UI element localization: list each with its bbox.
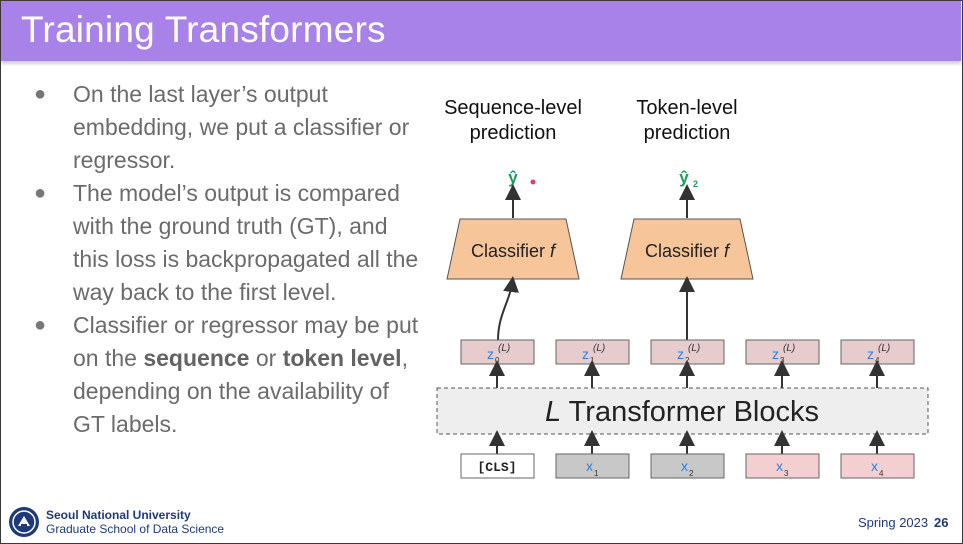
svg-text:x: x [681, 458, 688, 474]
page-number: 26 [934, 515, 949, 530]
token-classifier [620, 218, 754, 280]
svg-text:z: z [867, 346, 874, 362]
sequence-output-label: ŷ [508, 168, 518, 187]
bullet-dot-icon: ● [34, 83, 47, 105]
token-heading-line1: Token-level [636, 97, 737, 119]
svg-text:4: 4 [875, 356, 880, 365]
token-output-subscript: 2 [693, 179, 698, 189]
bullet-bold-text: sequence [143, 345, 250, 371]
svg-text:(L): (L) [878, 343, 890, 354]
input-x2-box: x 2 [650, 453, 725, 479]
footer-school: Graduate School of Data Science [46, 522, 225, 536]
footer-term: Spring 2023 [858, 515, 929, 530]
z-box-4: z 4 (L) [840, 339, 915, 365]
transformer-blocks-label: L Transformer Blocks [545, 396, 819, 428]
input-x4-box: x 4 [840, 453, 915, 479]
bullet-item-2: ● The model’s output is compared with th… [34, 177, 424, 309]
svg-text:(L): (L) [688, 343, 700, 354]
bullet-text: , depending on the availability of GT la… [73, 345, 408, 437]
z-box-3: z 3 (L) [745, 339, 820, 365]
bullet-item-1: ● On the last layer’s output embedding, … [34, 78, 424, 177]
sequence-heading-line2: prediction [470, 122, 557, 144]
svg-text:4: 4 [879, 469, 884, 478]
svg-text:2: 2 [685, 356, 690, 365]
bullet-text: On the last layer’s output embedding, we… [73, 81, 410, 173]
bullet-text: The model’s output is compared with the … [73, 180, 419, 305]
svg-text:(L): (L) [498, 343, 510, 354]
svg-text:(L): (L) [593, 343, 605, 354]
bullet-bold-text: token level [282, 345, 402, 371]
svg-text:(L): (L) [783, 343, 795, 354]
svg-text:z: z [487, 346, 494, 362]
bullet-item-3: ● Classifier or regressor may be put on … [34, 309, 424, 441]
input-x1-box: x 1 [555, 453, 630, 479]
token-heading-line2: prediction [644, 122, 731, 144]
svg-text:z: z [677, 346, 684, 362]
svg-text:2: 2 [689, 469, 694, 478]
arrow-z0-classifier [497, 276, 519, 341]
z-box-1: z 1 (L) [555, 339, 630, 365]
transformer-blocks [436, 387, 929, 435]
bullet-dot-icon: ● [34, 182, 47, 204]
svg-text:x: x [871, 458, 878, 474]
sequence-heading-line1: Sequence-level [444, 97, 582, 119]
svg-text:x: x [776, 458, 783, 474]
bullet-dot-icon: ● [34, 314, 47, 336]
svg-text:1: 1 [594, 469, 599, 478]
input-cls-box: [CLS] [460, 453, 535, 479]
svg-text:[CLS]: [CLS] [477, 460, 516, 475]
university-logo-icon [9, 507, 39, 537]
bullet-list: ● On the last layer’s output embedding, … [34, 78, 424, 441]
svg-text:z: z [582, 346, 589, 362]
svg-text:x: x [586, 458, 593, 474]
slide-title: Training Transformers [21, 9, 386, 50]
svg-text:0: 0 [495, 356, 500, 365]
title-bar: Training Transformers [1, 1, 961, 61]
red-dot [530, 179, 536, 185]
svg-text:3: 3 [784, 469, 789, 478]
z-box-0: z 0 (L) [460, 339, 535, 365]
svg-text:3: 3 [780, 356, 785, 365]
svg-text:z: z [772, 346, 779, 362]
svg-text:1: 1 [590, 356, 595, 365]
z-box-2: z 2 (L) [650, 339, 725, 365]
bullet-text: or [249, 345, 283, 371]
bullet-text: Classifier or regressor may be put on th… [73, 312, 419, 371]
token-classifier-label: Classifier f [645, 241, 731, 261]
footer-university: Seoul National University [46, 508, 191, 522]
sequence-classifier [446, 218, 580, 280]
sequence-classifier-label: Classifier f [471, 241, 557, 261]
input-x3-box: x 3 [745, 453, 820, 479]
token-output-label: ŷ [679, 168, 689, 187]
